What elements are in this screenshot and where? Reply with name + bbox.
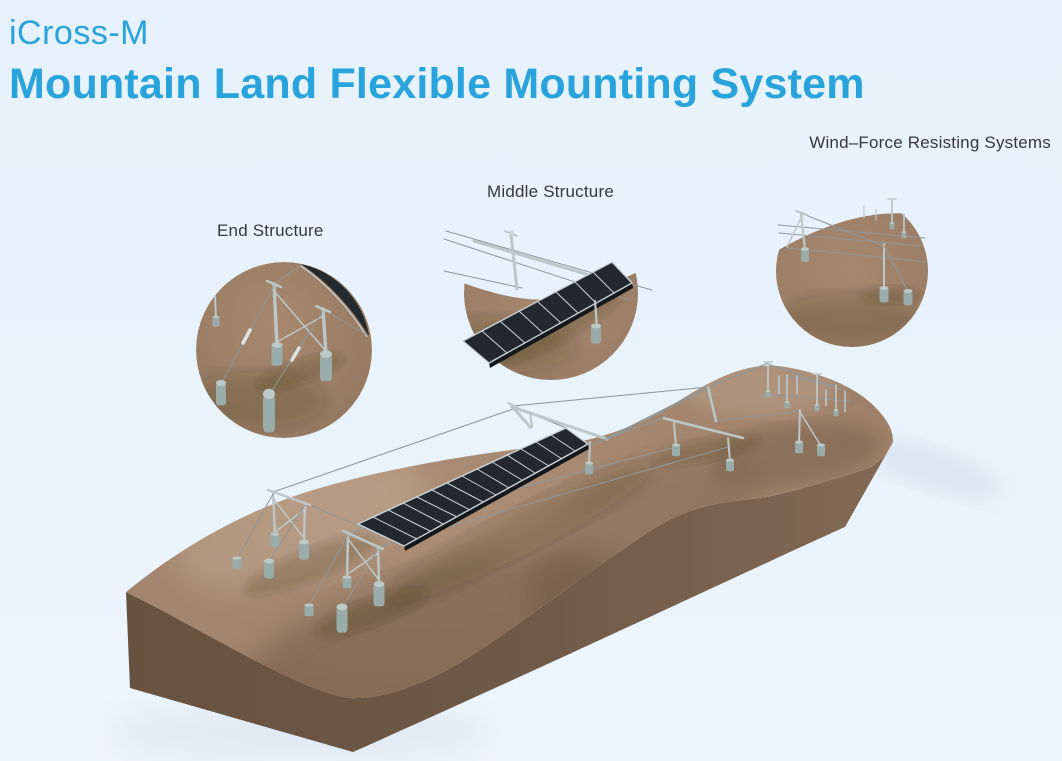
product-name: iCross-M	[9, 14, 149, 52]
middle-structure-inset-frame	[443, 230, 653, 368]
end-structure-inset-frames	[212, 264, 368, 433]
solar-panel-array	[356, 427, 590, 551]
wind-force-label: Wind–Force Resisting Systems	[809, 133, 1051, 152]
header: iCross-M Mountain Land Flexible Mounting…	[9, 12, 865, 108]
middle-structure-label: Middle Structure	[487, 182, 614, 201]
terrain-front-face	[126, 442, 893, 752]
end-structures-left	[232, 488, 385, 633]
wind-force-inset	[776, 198, 928, 347]
end-structure-inset	[196, 262, 372, 438]
middle-structure-inset	[443, 230, 653, 380]
middle-structure-right	[589, 385, 745, 472]
wind-force-inset-frame	[777, 198, 928, 306]
wind-resisting-poles	[763, 361, 846, 457]
panel-slats	[372, 434, 576, 540]
page-title: Mountain Land Flexible Mounting System	[9, 59, 865, 108]
end-structure-label: End Structure	[217, 221, 324, 240]
center-mast-structure	[507, 402, 609, 475]
